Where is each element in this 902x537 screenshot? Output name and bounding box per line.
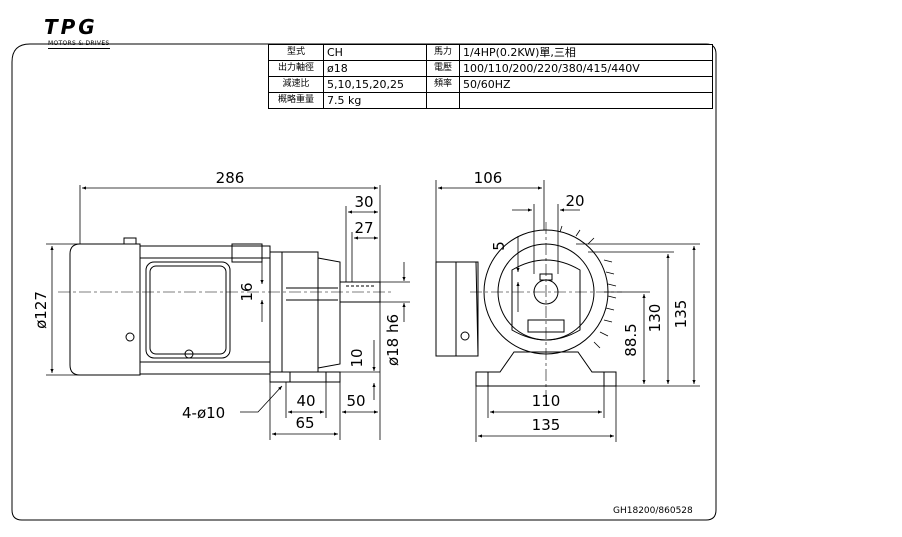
spec-value: [459, 92, 713, 109]
dim-overall-width: 106: [474, 169, 503, 187]
dim-flange-height: 130: [646, 304, 664, 333]
dim-keyway-depth: 5: [490, 241, 508, 251]
spec-label: 型式: [268, 44, 324, 61]
front-view: [435, 222, 622, 396]
terminal-box: [145, 261, 231, 359]
dim-key-height: 16: [238, 282, 256, 301]
spec-label: 頻率: [426, 76, 460, 93]
dim-key-length: 27: [354, 219, 373, 237]
ground-symbol: [184, 349, 194, 359]
dim-hole-spacing: 110: [532, 392, 561, 410]
dim-shaft-height: 10: [348, 348, 366, 367]
drawing-frame: [11, 43, 717, 521]
dim-foot-offset: 50: [346, 392, 365, 410]
spec-label: 出力軸徑: [268, 60, 324, 77]
fan-cover: [69, 243, 141, 376]
drawing-number: GH18200/860528: [613, 506, 693, 516]
side-dimensions: [46, 185, 410, 440]
dim-mount-holes: 4-ø10: [182, 404, 225, 422]
spec-value: 7.5 kg: [323, 92, 427, 109]
gearbox: [269, 251, 319, 373]
spec-value: 100/110/200/220/380/415/440V: [459, 60, 713, 77]
dim-center-height: 88.5: [622, 323, 640, 356]
spec-label: [426, 92, 460, 109]
dim-base-length: 65: [295, 414, 314, 432]
side-view: [58, 237, 392, 383]
spec-label: 減速比: [268, 76, 324, 93]
brand-logo: TPG: [44, 15, 98, 39]
dim-foot-spacing: 40: [296, 392, 315, 410]
spec-label: 概略重量: [268, 92, 324, 109]
spec-value: ø18: [323, 60, 427, 77]
dim-overall-height: 135: [672, 300, 690, 329]
terminal-box-side: [435, 261, 479, 357]
spec-value: 1/4HP(0.2KW)單,三相: [459, 44, 713, 61]
motor-body: [139, 245, 271, 375]
front-dimensions: [435, 180, 700, 442]
side-labels: 286 30 27 16 ø127 ø18 h6 10 40 50 65 4-ø…: [32, 169, 402, 432]
dim-shaft-length: 30: [354, 193, 373, 211]
front-labels: 106 20 5 88.5 130 135 110 135: [474, 169, 690, 434]
brand-tagline: MOTORS & DRIVES: [48, 40, 110, 49]
dim-overall-length: 286: [216, 169, 245, 187]
spec-value: CH: [323, 44, 427, 61]
spec-label: 電壓: [426, 60, 460, 77]
spec-label: 馬力: [426, 44, 460, 61]
dim-base-width: 135: [532, 416, 561, 434]
front-base: [475, 351, 617, 387]
dim-shaft-diameter: ø18 h6: [384, 314, 402, 366]
cooling-fins: [559, 225, 617, 349]
dim-body-diameter: ø127: [32, 291, 50, 329]
spec-value: 50/60HZ: [459, 76, 713, 93]
base-foot: [269, 371, 341, 383]
spec-value: 5,10,15,20,25: [323, 76, 427, 93]
dim-key-width: 20: [565, 192, 584, 210]
